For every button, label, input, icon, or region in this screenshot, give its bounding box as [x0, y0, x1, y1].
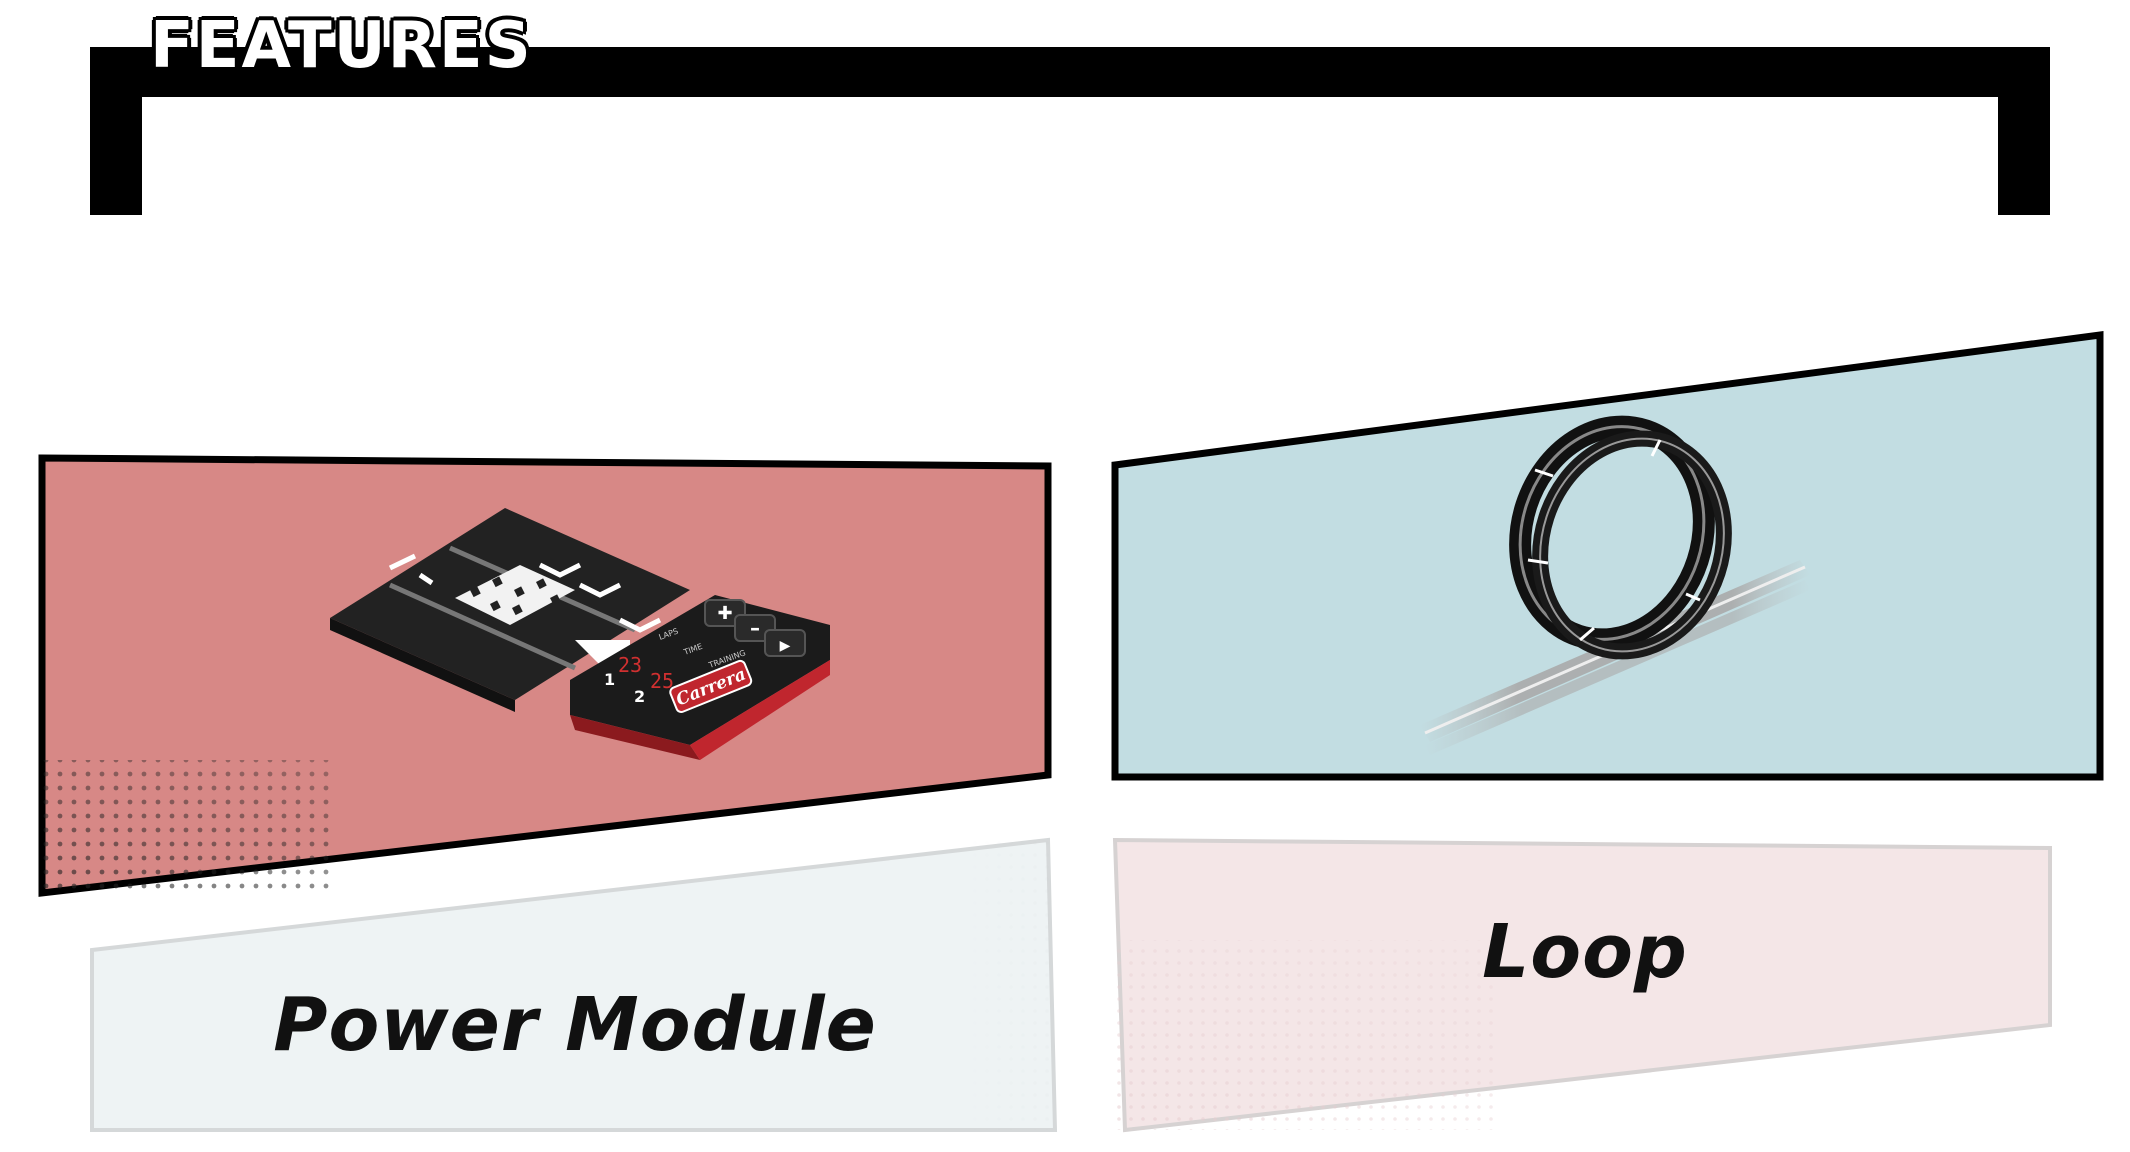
loop-label-panel: Loop	[1112, 837, 2052, 1133]
svg-text:▶: ▶	[780, 638, 791, 654]
header-bracket	[90, 47, 2050, 215]
loop-label: Loop	[1482, 909, 1688, 995]
display-player-1: 1	[604, 670, 615, 689]
display-laps-2: 25	[650, 669, 674, 693]
page-title: FEATURES	[150, 9, 533, 83]
power-module-track-icon: ✚ – ▶ 1 2 23 25 LAPS TIME TRAINING Carre…	[330, 508, 830, 760]
loop-panel	[1111, 331, 2104, 781]
loop-track-icon	[1420, 415, 1810, 755]
power-module-label-panel: Power Module	[90, 837, 1058, 1132]
svg-text:–: –	[750, 616, 760, 640]
svg-text:✚: ✚	[717, 603, 732, 624]
power-module-label: Power Module	[273, 982, 877, 1068]
display-player-2: 2	[634, 687, 645, 706]
display-laps-1: 23	[618, 653, 642, 677]
